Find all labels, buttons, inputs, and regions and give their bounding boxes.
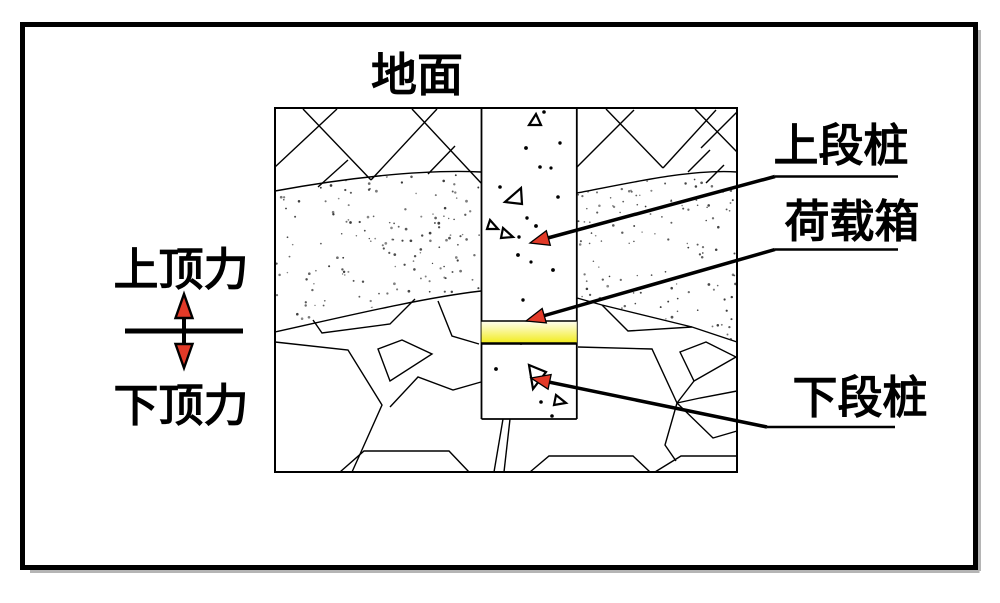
pile-shaft-fill (481, 109, 577, 419)
force-symbol (125, 290, 243, 372)
pile-aggregate-texture (485, 110, 569, 418)
top-rock-hatching (274, 108, 738, 188)
sand-layer-boundaries (274, 170, 738, 343)
up-force-arrow-icon (173, 290, 195, 320)
leader-arrowhead-upper-pile-icon (528, 229, 552, 246)
leader-lower-pile (529, 373, 895, 429)
down-force-label: 下顶力 (113, 381, 248, 431)
down-force-arrow-icon (173, 342, 195, 372)
soil-block-border (274, 107, 738, 473)
pile-shaft (480, 108, 578, 420)
bottom-rock-polygons (274, 298, 738, 473)
leader-load-box (524, 247, 898, 324)
load-box-body (481, 321, 577, 343)
leader-arrowhead-load-box-icon (524, 307, 548, 324)
pile-shaft-outline (480, 108, 578, 420)
up-force-label: 上顶力 (113, 245, 248, 295)
lower-pile-label: 下段桩 (792, 373, 927, 423)
ground-label: 地面 (371, 50, 463, 101)
leader-arrowhead-lower-pile-icon (529, 373, 552, 391)
callout-leaders (524, 174, 898, 429)
leader-upper-pile (528, 174, 898, 246)
load-box (481, 320, 577, 345)
upper-pile-label: 上段桩 (773, 121, 908, 171)
load-box-label: 荷载箱 (784, 197, 919, 247)
